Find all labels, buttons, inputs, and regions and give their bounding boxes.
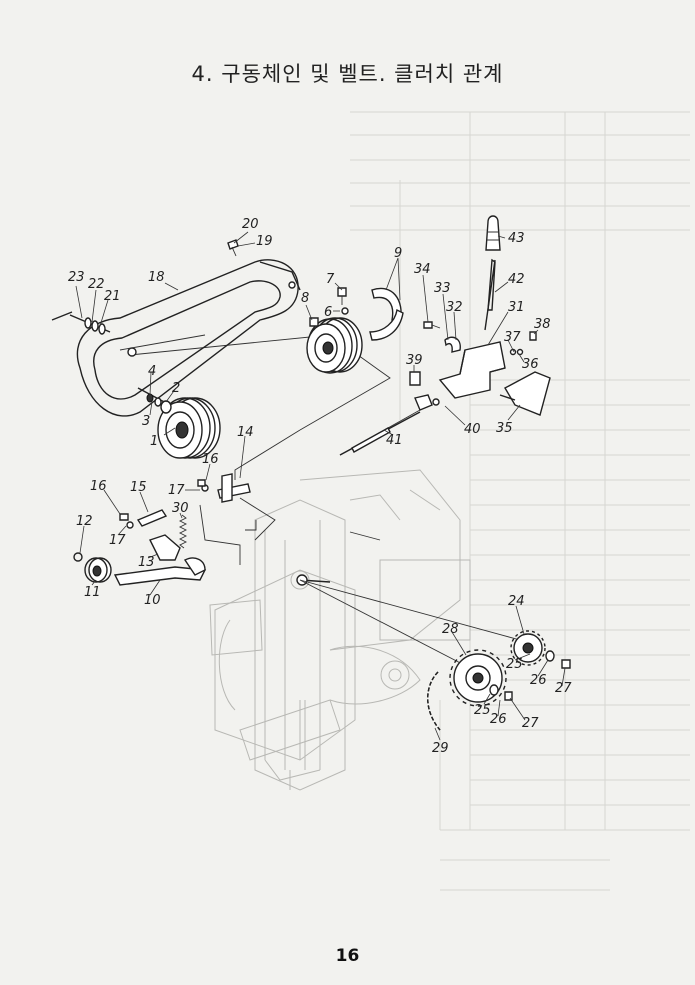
part-label: 32 [446, 300, 463, 315]
small-parts-top [51, 239, 349, 414]
part-label: 28 [442, 622, 459, 637]
sprockets-chain [427, 630, 571, 731]
part-label: 24 [508, 594, 525, 609]
part-label: 30 [172, 501, 189, 516]
part-label: 27 [522, 716, 539, 731]
part-label: 35 [496, 421, 513, 436]
part-label: 31 [508, 300, 525, 315]
part-label: 12 [76, 514, 93, 529]
background-table-ghost [350, 111, 690, 891]
leader-lines [75, 231, 566, 741]
part-label: 18 [148, 270, 165, 285]
part-label: 10 [144, 593, 161, 608]
part-label: 43 [508, 231, 525, 246]
part-label: 13 [138, 555, 155, 570]
part-label: 23 [68, 270, 85, 285]
part-label: 34 [414, 262, 431, 277]
part-label: 6 [324, 305, 332, 320]
part-label: 1 [150, 434, 158, 449]
lower-pulley [157, 397, 221, 459]
part-label: 9 [394, 246, 402, 261]
part-label: 42 [508, 272, 525, 287]
part-labels: 1 2 3 4 6 7 8 9 10 11 12 13 14 15 16 16 … [68, 217, 572, 756]
part-label: 19 [256, 234, 273, 249]
part-label: 29 [432, 741, 449, 756]
page-number: 16 [335, 946, 360, 966]
part-label: 4 [148, 364, 156, 379]
part-label: 41 [386, 433, 403, 448]
machine-frame [209, 469, 471, 791]
part-label: 3 [142, 414, 150, 429]
part-label: 33 [434, 281, 451, 296]
part-label: 27 [555, 681, 572, 696]
part-label: 20 [242, 217, 259, 232]
part-label: 21 [104, 289, 121, 304]
part-label: 8 [301, 291, 309, 306]
part-label: 16 [90, 479, 107, 494]
page-title: 4. 구동체인 및 벨트. 클러치 관계 [191, 62, 504, 86]
part-label: 26 [530, 673, 547, 688]
part-label: 36 [522, 357, 539, 372]
part-label: 14 [237, 425, 254, 440]
belt-shoes [369, 287, 404, 341]
part-label: 17 [168, 483, 185, 498]
part-label: 22 [88, 277, 105, 292]
part-label: 25 [506, 657, 523, 672]
part-label: 17 [109, 533, 126, 548]
part-label: 7 [326, 272, 335, 287]
part-label: 15 [130, 480, 147, 495]
upper-pulley [306, 317, 363, 374]
part-label: 39 [406, 353, 423, 368]
part-label: 37 [504, 330, 521, 345]
part-label: 25 [474, 703, 491, 718]
part-label: 16 [202, 452, 219, 467]
part-label: 2 [172, 381, 180, 396]
clutch-lever-parts [73, 473, 251, 586]
clutch-bracket [339, 215, 551, 456]
part-label: 11 [84, 585, 101, 600]
belt-cover [76, 259, 301, 417]
part-label: 38 [534, 317, 551, 332]
part-label: 40 [464, 422, 481, 437]
part-label: 26 [490, 712, 507, 727]
